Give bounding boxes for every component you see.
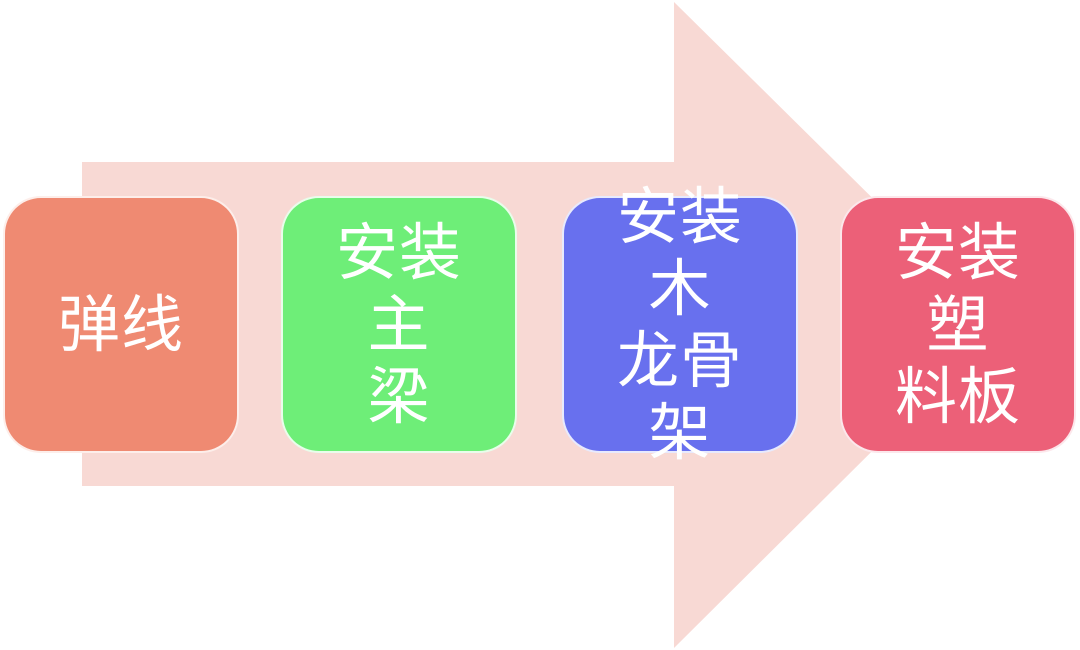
step-1-box: 弹线 [3, 196, 239, 453]
step-1-label: 弹线 [57, 287, 184, 361]
step-4-label: 安装塑 料板 [894, 215, 1021, 433]
step-2-box: 安装主 梁 [281, 196, 517, 453]
step-2-label: 安装主 梁 [335, 215, 462, 433]
step-4-box: 安装塑 料板 [840, 196, 1076, 453]
flow-arrow-shape [82, 2, 1000, 648]
step-3-label: 安装木 龙骨架 [616, 179, 743, 469]
step-3-box: 安装木 龙骨架 [562, 180, 798, 468]
